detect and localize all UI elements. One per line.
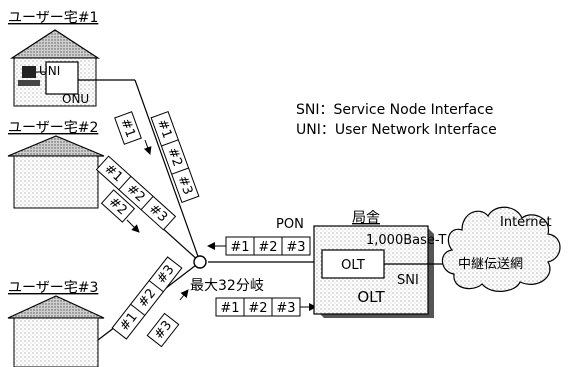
down-cell-2: #2: [258, 240, 277, 255]
optical-splitter: [194, 256, 206, 268]
down-cell-1: #1: [230, 240, 249, 255]
pon-label: PON: [276, 217, 304, 232]
downstream-frames: #1 #2 #3: [226, 237, 310, 255]
house-1-label: ユーザー宅#1: [8, 10, 98, 26]
branch3-up-frame: #3: [147, 313, 178, 346]
house-1-roof: [12, 30, 98, 58]
office-label: 局舎: [352, 210, 380, 226]
legend-sni: SNI：Service Node Interface: [296, 102, 493, 118]
internet-label: Internet: [500, 215, 552, 230]
sni-label: SNI: [397, 273, 419, 288]
legend: SNI：Service Node Interface UNI：User Netw…: [296, 102, 497, 138]
central-office: 局舎 1,000Base-T OLT OLT SNI: [314, 210, 446, 318]
up-cell-1: #1: [220, 301, 239, 316]
up-cell-2: #2: [248, 301, 267, 316]
house-3-wall: [14, 318, 98, 367]
upstream-frames: #1 #2 #3: [216, 298, 300, 316]
keyboard-icon: [18, 80, 40, 86]
house-3: ユーザー宅#3: [8, 280, 104, 367]
terminal-icon: [22, 66, 36, 78]
olt-inner-label: OLT: [341, 258, 365, 273]
port-speed-label: 1,000Base-T: [366, 233, 446, 248]
house-3-label: ユーザー宅#3: [8, 280, 98, 296]
up-cell-3: #3: [276, 301, 295, 316]
branch1-up-frame: #1: [115, 112, 141, 144]
fiber-house1: [135, 80, 200, 262]
house-3-roof: [8, 296, 104, 318]
branch2-down-frames: #1 #2 #3: [97, 156, 176, 230]
house-2: ユーザー宅#2: [8, 120, 104, 208]
branch-label: 最大32分岐: [190, 278, 264, 294]
onu-label: ONU: [62, 92, 89, 106]
house-1: ユーザー宅#1 UNI ONU: [8, 10, 98, 106]
branch2-up-arrow: [127, 220, 139, 232]
branch1-down-frames: #1 #2 #3: [151, 112, 199, 203]
olt-outer-label: OLT: [357, 288, 385, 306]
backbone-cloud: Internet 中継伝送網: [442, 207, 560, 291]
house-2-label: ユーザー宅#2: [8, 120, 98, 136]
uni-label: UNI: [39, 64, 60, 78]
legend-uni: UNI：User Network Interface: [296, 122, 497, 138]
backbone-label: 中継伝送網: [458, 257, 523, 272]
house-2-wall: [14, 156, 98, 208]
branch1-up-arrow: [145, 140, 150, 154]
house-2-roof: [8, 136, 104, 156]
down-cell-3: #3: [286, 240, 305, 255]
branch3-up-arrow: [180, 290, 188, 300]
